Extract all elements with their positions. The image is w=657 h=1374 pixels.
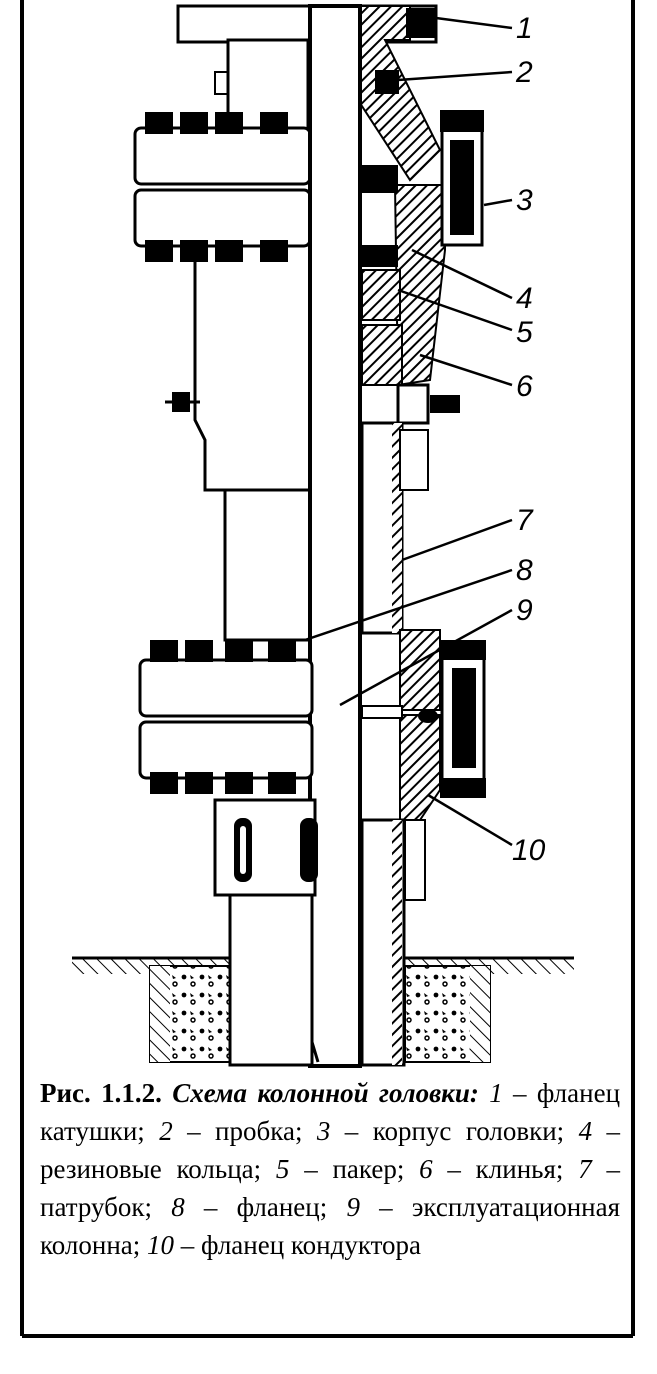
callout-1: 1 (516, 12, 533, 45)
legend-number: 2 (159, 1116, 173, 1146)
callout-2: 2 (515, 56, 533, 89)
legend-text: – фланец кондуктора (174, 1230, 422, 1260)
legend-entry: 7 – патрубок; (40, 1154, 620, 1222)
casing-right (360, 818, 406, 1067)
legend-text: – клинья; (432, 1154, 579, 1184)
figure-border (20, 0, 635, 1338)
legend-entry: 5 – пакер; (276, 1154, 419, 1184)
legend-text: – пакер; (289, 1154, 420, 1184)
legend-entry: 1 – фланец катушки; (40, 1078, 620, 1146)
legend-entry: 8 – фланец; (171, 1192, 346, 1222)
legend-text: – патрубок; (40, 1154, 620, 1222)
legend-entry: 2 – пробка; (159, 1116, 317, 1146)
legend-number: 6 (419, 1154, 433, 1184)
legend-text: – корпус головки; (330, 1116, 579, 1146)
legend-entry: 3 – корпус головки; (317, 1116, 579, 1146)
upper-body-left (193, 38, 312, 642)
legend-text: – пробка; (172, 1116, 317, 1146)
nozzle (360, 421, 429, 635)
legend-entry: 9 – эксплуатационная колон­на; (40, 1192, 620, 1260)
callout-9: 9 (516, 594, 533, 627)
callout-7: 7 (516, 504, 534, 537)
legend-number: 7 (578, 1154, 592, 1184)
side-bolt (165, 392, 200, 412)
legend-text: – эксплуатационная колон­на; (40, 1192, 620, 1260)
cement-ring (149, 965, 491, 1063)
legend-number: 4 (578, 1116, 593, 1146)
callout-8: 8 (516, 554, 533, 587)
caption-legend: 1 – фланец катушки; 2 – пробка; 3 – корп… (40, 1078, 620, 1260)
head-body (393, 110, 484, 387)
callout-4: 4 (516, 282, 533, 315)
legend-entry: 4 – резиновые кольца; (40, 1116, 620, 1184)
legend-entry: 10 – фланец кондуктора (147, 1230, 421, 1260)
caption-title: Схема колонной головки: (172, 1078, 479, 1108)
upper-flange-assembly (133, 112, 312, 262)
legend-text: – фланец; (184, 1192, 347, 1222)
legend-number: 5 (275, 1154, 290, 1184)
legend-number: 9 (346, 1192, 360, 1222)
callout-5: 5 (516, 316, 533, 349)
legend-number: 1 (489, 1078, 503, 1108)
leader-lines (304, 16, 513, 847)
legend-text: – резиновые кольца; (40, 1116, 620, 1184)
callout-6: 6 (516, 370, 533, 403)
legend-entry: 6 – клинья; (419, 1154, 578, 1184)
figure-caption: Рис. 1.1.2. Схема колонной головки: 1 – … (40, 1074, 620, 1264)
legend-number: 3 (316, 1116, 331, 1146)
production-string (288, 4, 362, 1068)
callout-labels: 1 2 3 4 5 6 7 8 9 10 (512, 12, 546, 867)
callout-10: 10 (512, 834, 546, 867)
legend-text: – фланец катушки; (40, 1078, 621, 1146)
legend-number: 8 (171, 1192, 185, 1222)
caption-prefix: Рис. 1.1.2. (40, 1078, 162, 1108)
conductor-flange (361, 629, 486, 821)
lower-sleeve (213, 798, 426, 1067)
lower-flange-assembly (138, 640, 314, 794)
callout-3: 3 (516, 184, 533, 217)
legend-number: 10 (147, 1230, 174, 1260)
